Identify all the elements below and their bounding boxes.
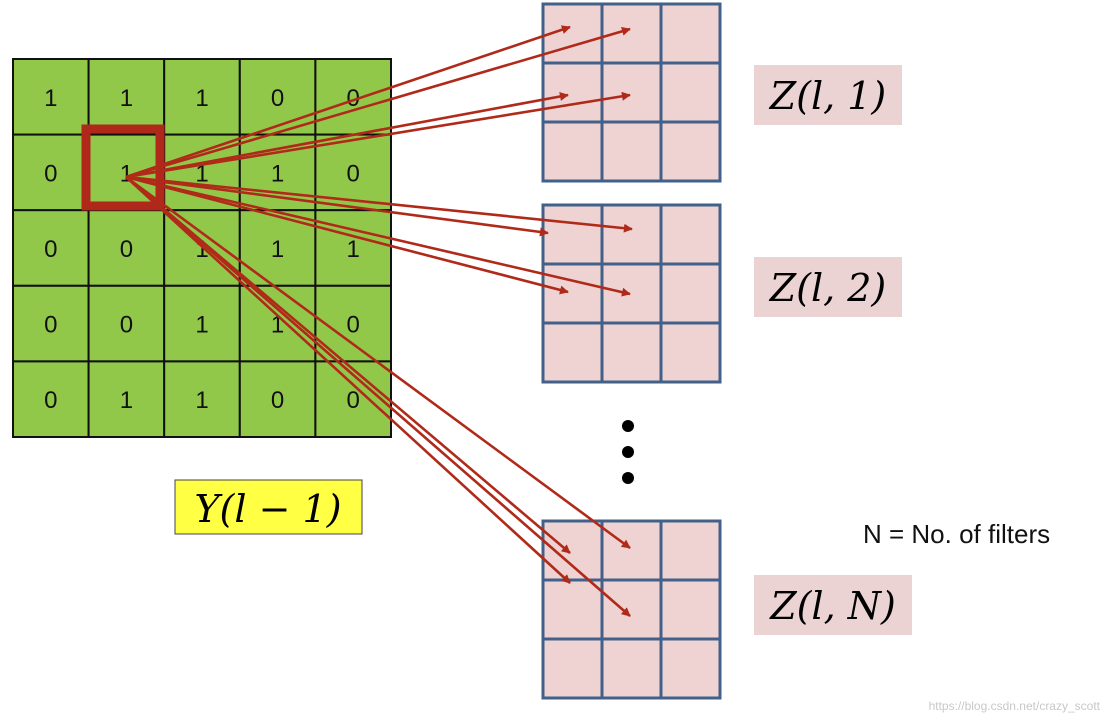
output-cell <box>600 262 663 325</box>
input-cell-value: 1 <box>120 85 133 112</box>
output-cell <box>541 321 604 384</box>
output-cell <box>600 321 663 384</box>
output-label-1-background <box>754 65 902 125</box>
input-cell-value: 0 <box>44 387 57 414</box>
output-label-2: Z(l, 2) <box>769 266 887 310</box>
output-map-1 <box>541 2 722 183</box>
output-label-n: Z(l, N) <box>769 584 896 628</box>
input-cell-value: 1 <box>195 387 208 414</box>
input-cell-value: 1 <box>44 85 57 112</box>
input-cell-value: 0 <box>120 236 133 263</box>
input-cell <box>163 58 241 136</box>
output-cell <box>541 262 604 325</box>
output-cell <box>659 262 722 325</box>
output-cell <box>659 578 722 641</box>
output-cell <box>541 120 604 183</box>
input-cell-value: 0 <box>44 236 57 263</box>
output-label-2-background <box>754 257 902 317</box>
input-cell <box>238 360 317 438</box>
input-cell-value: 1 <box>195 312 208 339</box>
input-cell-value: 1 <box>271 236 284 263</box>
output-cell <box>659 203 722 266</box>
input-label: Y(l − 1) <box>194 487 341 531</box>
input-cell <box>238 284 317 363</box>
output-cell <box>659 61 722 124</box>
output-feature-maps <box>541 2 722 700</box>
connection-arrow <box>125 175 569 295</box>
output-map-3 <box>541 519 722 700</box>
output-map-2 <box>541 203 722 384</box>
input-cell-value: 0 <box>347 85 360 112</box>
input-cell-value: 1 <box>195 85 208 112</box>
output-cell <box>600 578 663 641</box>
output-cell <box>541 637 604 700</box>
output-label-n-background <box>754 575 912 635</box>
connection-arrow <box>125 175 631 550</box>
input-cell-value: 0 <box>44 160 57 187</box>
connection-arrow <box>125 176 631 617</box>
connection-arrow <box>125 175 633 233</box>
output-cell <box>659 2 722 65</box>
input-cell-value: 0 <box>44 312 57 339</box>
connection-arrow <box>125 175 549 237</box>
connection-arrow <box>125 26 631 179</box>
output-cell <box>541 519 604 582</box>
connection-arrow <box>125 91 631 179</box>
output-cell <box>541 61 604 124</box>
output-cell <box>600 203 663 266</box>
input-cell-value: 1 <box>195 160 208 187</box>
input-cell-value: 0 <box>271 85 284 112</box>
output-cell <box>541 578 604 641</box>
input-cell-value: 0 <box>120 312 133 339</box>
connection-arrows <box>125 25 633 617</box>
input-cell <box>12 58 90 136</box>
connection-arrow <box>125 176 571 554</box>
output-cell <box>659 321 722 384</box>
input-cell-value: 1 <box>120 387 133 414</box>
input-cell <box>314 58 392 136</box>
output-cell <box>600 61 663 124</box>
ellipsis-dots: ⋮ <box>622 420 634 484</box>
receptive-field-box <box>81 124 165 211</box>
input-cell <box>87 360 166 438</box>
input-cell-value: 0 <box>347 312 360 339</box>
connection-arrow <box>125 25 571 179</box>
filters-note: N = No. of filters <box>863 519 1050 549</box>
connection-arrow <box>125 175 631 297</box>
output-cell <box>600 120 663 183</box>
output-cell <box>600 637 663 700</box>
output-cell <box>659 637 722 700</box>
input-cell-value: 0 <box>271 387 284 414</box>
input-cell-value: 0 <box>347 160 360 187</box>
input-cell-value: 1 <box>271 160 284 187</box>
output-cell <box>659 120 722 183</box>
output-cell <box>600 519 663 582</box>
input-cell <box>163 360 241 438</box>
output-cell <box>659 519 722 582</box>
watermark: https://blog.csdn.net/crazy_scott <box>929 699 1101 713</box>
input-label-background <box>174 479 363 535</box>
output-label-1: Z(l, 1) <box>769 74 887 118</box>
connection-arrow <box>125 176 571 584</box>
input-cell <box>87 284 166 363</box>
connection-arrow <box>125 92 569 179</box>
input-cell-value: 1 <box>347 236 360 263</box>
output-cell <box>541 203 604 266</box>
input-cell-value: 0 <box>347 387 360 414</box>
input-cell <box>163 284 241 363</box>
